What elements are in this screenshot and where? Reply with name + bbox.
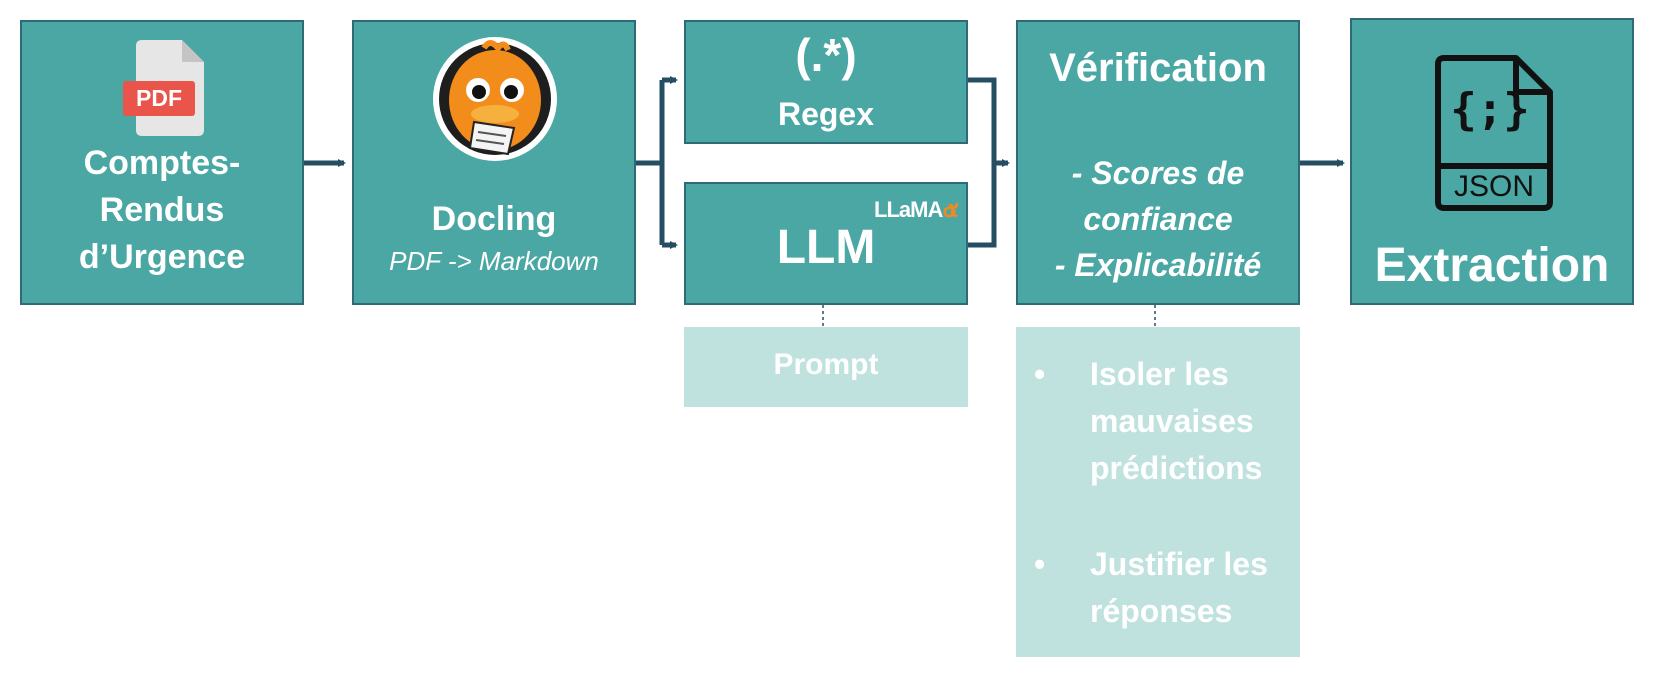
note-line: mauvaises [1090, 403, 1254, 439]
verification-box: Vérification - Scores de confiance - Exp… [1016, 20, 1300, 305]
llm-label: LLM [776, 221, 876, 274]
verification-criteria-line: confiance [1083, 201, 1233, 237]
note-line: prédictions [1090, 450, 1263, 486]
docling-box: Docling PDF -> Markdown [352, 20, 636, 305]
note-item: • Isoler les mauvaises prédictions [1034, 351, 1294, 492]
llama-logo: LLaMA๕ [874, 192, 959, 227]
connector-merge [968, 77, 1005, 248]
json-icon-label: JSON [1453, 170, 1534, 203]
source-title-line: Rendus [99, 191, 225, 229]
regex-symbol: (.*) [795, 29, 857, 81]
extraction-title: Extraction [1374, 239, 1610, 292]
pdf-file-icon: PDF [123, 40, 204, 136]
bullet: • [1034, 356, 1046, 392]
note-line: Isoler les [1090, 356, 1229, 392]
verification-title: Vérification [1049, 46, 1267, 90]
pdf-icon-label: PDF [123, 81, 195, 116]
note-line: Justifier les [1090, 546, 1268, 582]
verification-criteria-line: - Scores de [1071, 155, 1245, 191]
extraction-box: {;} JSON Extraction [1350, 18, 1634, 305]
source-title-line: d’Urgence [78, 238, 246, 276]
source-box: PDF Comptes- Rendus d’Urgence [20, 20, 304, 305]
duck-mascot-icon [432, 36, 558, 167]
regex-label: Regex [777, 96, 875, 132]
docling-title: Docling [431, 200, 557, 238]
llama-logo-text: LLaMA [874, 197, 943, 222]
source-title: Comptes- Rendus d’Urgence [22, 140, 302, 281]
prompt-box: Prompt [684, 327, 968, 407]
llm-box: LLaMA๕ LLM [684, 182, 968, 305]
json-file-icon: {;} JSON [1432, 54, 1556, 214]
json-icon-braces: {;} [1450, 84, 1530, 135]
verification-criteria-line: - Explicabilité [1054, 247, 1262, 283]
note-line: réponses [1090, 593, 1233, 629]
note-item: • Justifier les réponses [1034, 541, 1294, 635]
source-title-line: Comptes- [83, 144, 241, 182]
verification-criteria: - Scores de confiance - Explicabilité [1018, 150, 1298, 288]
regex-box: (.*) Regex [684, 20, 968, 144]
connector-docling-split [636, 80, 665, 245]
docling-subtitle: PDF -> Markdown [389, 246, 599, 276]
prompt-label: Prompt [773, 348, 879, 381]
bullet: • [1034, 546, 1046, 582]
llama-flame-icon: ๕ [942, 197, 959, 222]
verification-notes-box: • Isoler les mauvaises prédictions • Jus… [1016, 327, 1300, 657]
